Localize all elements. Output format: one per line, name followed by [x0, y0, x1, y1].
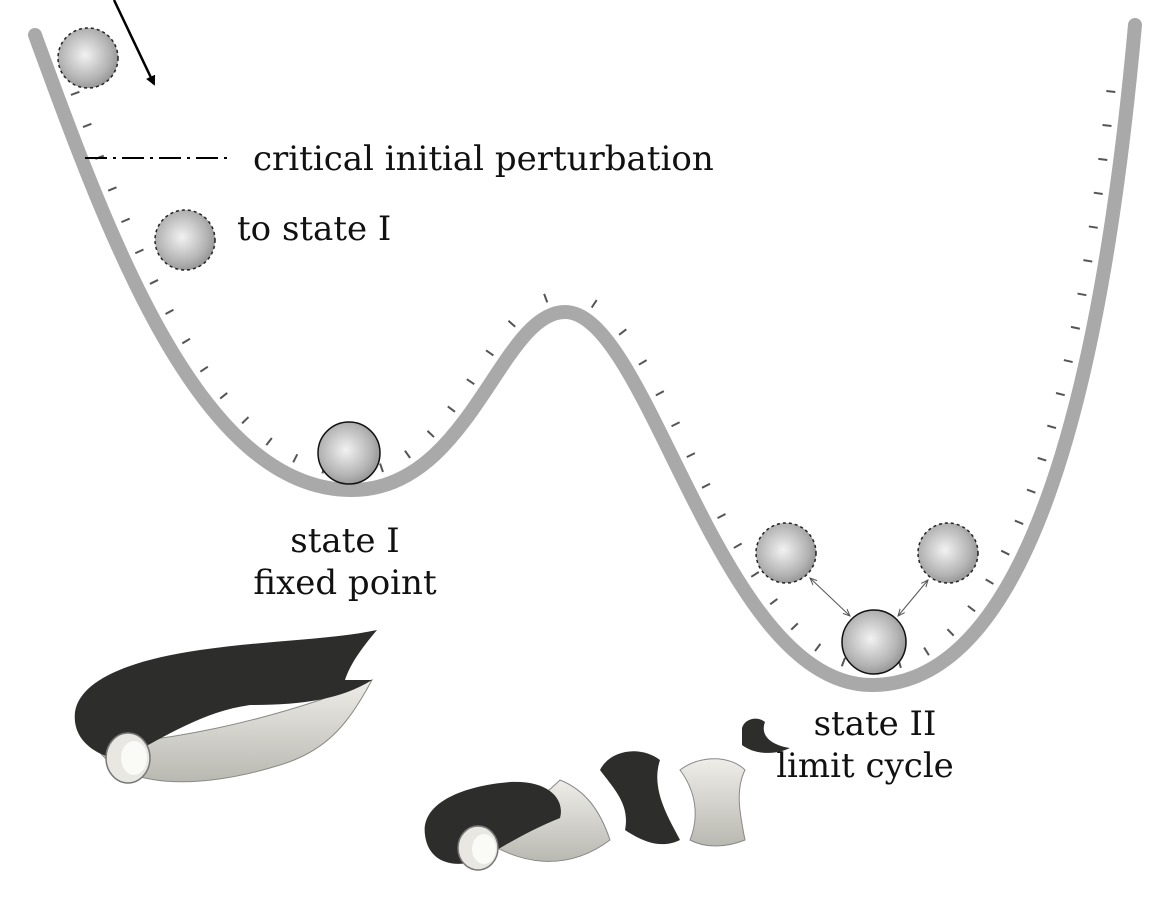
- curve-tick: [1070, 325, 1081, 330]
- curve-tick: [134, 248, 144, 255]
- curve-tick: [543, 293, 549, 303]
- curve-tick: [121, 217, 131, 224]
- curve-tick: [750, 571, 760, 578]
- curve-tick: [1098, 157, 1108, 162]
- curve-tick: [814, 643, 822, 652]
- curve-tick: [70, 90, 80, 96]
- curve-tick: [946, 628, 955, 637]
- curve-tick: [507, 319, 516, 328]
- curve-tick: [671, 421, 681, 428]
- curve-tick: [967, 605, 976, 613]
- curve-tick: [985, 578, 994, 585]
- ball-limit-right: [917, 522, 979, 584]
- curve-tick: [840, 657, 846, 667]
- curve-tick: [1055, 392, 1065, 397]
- curve-tick: [655, 390, 665, 397]
- label-fixed-point: fixed point: [253, 563, 437, 603]
- ball-state-2: [841, 609, 907, 675]
- ball-to-state-1: [154, 209, 216, 271]
- label-limit-cycle: limit cycle: [776, 746, 954, 786]
- curve-tick: [447, 405, 456, 413]
- oscillation-arrow-right: [898, 580, 928, 616]
- curve-tick: [701, 482, 711, 489]
- curve-tick: [1037, 456, 1047, 462]
- curve-tick: [590, 299, 598, 309]
- curve-tick: [790, 622, 799, 631]
- curve-tick: [1014, 519, 1024, 526]
- curve-tick: [199, 365, 209, 373]
- curve-tick: [1000, 549, 1010, 556]
- curve-tick: [165, 308, 174, 315]
- curve-tick: [466, 378, 475, 386]
- curve-tick: [717, 513, 726, 520]
- curve-tick: [923, 647, 930, 656]
- curve-tick: [1063, 359, 1073, 364]
- curve-tick: [241, 416, 250, 425]
- ball-state-1: [317, 421, 381, 485]
- vortex-limit-cycle-image: [424, 718, 790, 871]
- curve-tick: [638, 359, 648, 366]
- curve-tick: [1026, 488, 1036, 494]
- curve-tick: [485, 349, 494, 357]
- label-state-2: state II: [814, 704, 937, 744]
- curve-tick: [265, 437, 273, 446]
- oscillation-arrow-left: [810, 578, 850, 616]
- curve-tick: [426, 430, 435, 438]
- curve-tick: [686, 452, 696, 459]
- curve-tick: [107, 186, 117, 192]
- curve-tick: [1106, 90, 1116, 94]
- label-to-state-1: to state I: [237, 209, 391, 249]
- curve-tick: [618, 328, 627, 336]
- curve-tick: [379, 463, 384, 473]
- curve-tick: [769, 598, 778, 606]
- curve-tick: [82, 122, 92, 128]
- curve-tick: [1077, 292, 1087, 297]
- label-critical-perturbation: critical initial perturbation: [253, 139, 714, 179]
- curve-tick: [1047, 424, 1057, 430]
- curve-tick: [733, 542, 743, 549]
- ball-initial: [57, 27, 119, 89]
- potential-curve: [28, 18, 1142, 693]
- ball-limit-left: [755, 522, 817, 584]
- vortex-fixed-point-image: [74, 630, 377, 784]
- curve-tick: [1088, 225, 1098, 229]
- curve-tick: [219, 392, 228, 400]
- curve-tick: [181, 337, 191, 345]
- curve-tick: [1102, 124, 1112, 128]
- perturbation-arrow: [112, 0, 156, 86]
- curve-tick: [404, 450, 411, 459]
- curve-tick: [292, 453, 299, 463]
- curve-tick: [1083, 259, 1093, 263]
- label-state-1: state I: [290, 521, 399, 561]
- curve-tick: [149, 279, 159, 285]
- curve-tick: [1093, 191, 1103, 195]
